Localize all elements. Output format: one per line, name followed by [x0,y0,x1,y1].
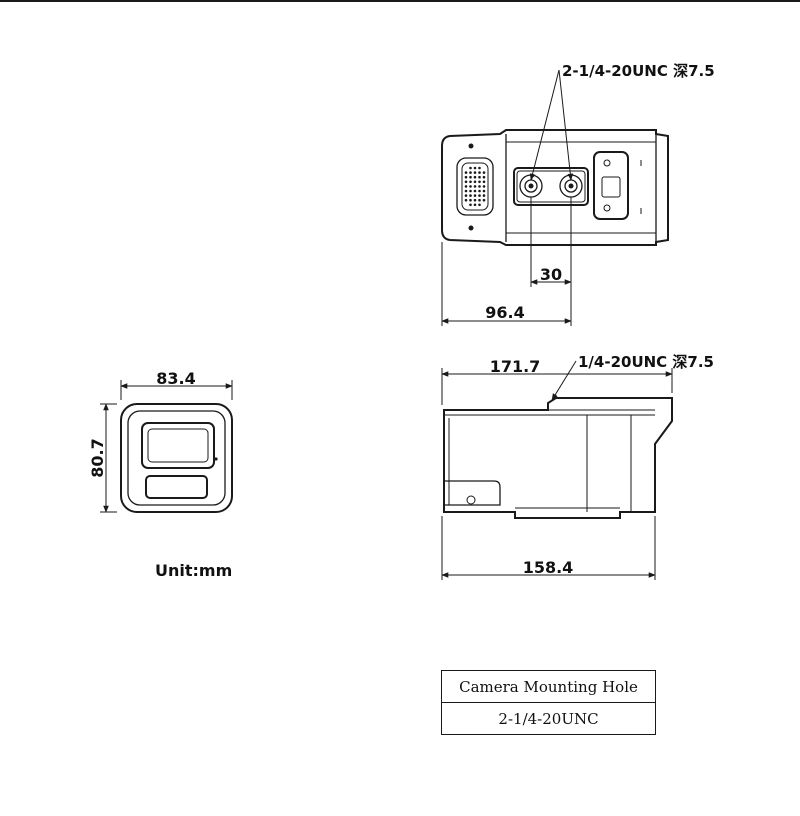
mounting-hole-table: Camera Mounting Hole 2-1/4-20UNC [441,670,656,735]
front-width-label: 83.4 [156,369,195,388]
grille-dot [464,175,468,179]
grille-dot [482,194,486,197]
grille-dot [469,194,472,197]
grille-dot [469,189,472,193]
mounting-table-value: 2-1/4-20UNC [441,702,656,735]
front-lens-window [141,422,215,469]
grille-dot [464,171,468,174]
side-housing-outline [443,397,673,519]
grille-dot [478,171,481,174]
grille-dot [482,171,486,174]
top-speaker-grille [456,157,494,216]
top-hole-spacing-label: 30 [540,265,562,284]
top-view: 2-1/4-20UNC 深7.5 30 96.4 [441,62,715,326]
grille-dot [473,194,477,197]
grille-dot [469,203,472,207]
top-housing-outline [441,129,669,246]
grille-dot [469,180,472,184]
grille-dot [464,180,468,184]
grille-dot [469,171,472,174]
grille-dot [482,175,486,179]
grille-dot [473,171,477,174]
side-mount-hole-callout: 1/4-20UNC 深7.5 [578,353,714,371]
side-body-length-label: 158.4 [523,558,574,577]
grille-dot [478,175,481,179]
grille-dot [464,198,468,202]
front-height-label: 80.7 [88,438,107,477]
top-hole-offset-label: 96.4 [485,303,524,322]
grille-dot [478,194,481,197]
top-border-line [0,0,800,2]
grille-dot [478,203,481,207]
grille-dot [469,198,472,202]
grille-dot [478,198,481,202]
front-lens-window-inner [147,428,209,463]
front-view: 83.4 80.7 [88,369,233,513]
table-row: Camera Mounting Hole [441,670,656,703]
front-ir-window [145,475,208,499]
grille-dot [469,175,472,179]
grille-dot [473,180,477,184]
top-mount-plate [513,167,589,206]
front-housing-outline [120,403,233,513]
top-callout-leader-right [558,69,574,181]
unit-label: Unit:mm [155,561,233,580]
grille-dot [482,189,486,193]
grille-dot [478,180,481,184]
grille-dot [473,175,477,179]
grille-dot [482,185,486,188]
table-row: 2-1/4-20UNC [441,702,656,735]
grille-dot [473,166,477,170]
top-callout-leader-left [529,69,560,181]
side-bracket-base [444,480,501,506]
grille-dot [478,189,481,193]
grille-dot [469,185,472,188]
top-mount-holes-callout: 2-1/4-20UNC 深7.5 [562,62,715,80]
grille-dot [473,203,477,207]
side-view: 1/4-20UNC 深7.5 171.7 158.4 [441,353,714,580]
side-callout-leader [551,360,577,401]
grille-dot [464,194,468,197]
grille-dot [482,198,486,202]
grille-dot [482,180,486,184]
mounting-table-header: Camera Mounting Hole [441,670,656,703]
grille-dot [473,185,477,188]
side-total-length-label: 171.7 [490,357,541,376]
top-cable-cover [593,151,629,220]
grille-dot [478,185,481,188]
grille-dot [478,166,481,170]
front-inner-bezel [127,410,226,506]
grille-dot-pattern [464,166,486,207]
grille-dot [473,189,477,193]
grille-dot [469,166,472,170]
grille-dot [473,198,477,202]
front-sensor-dot [214,457,218,461]
grille-dot [464,189,468,193]
grille-dot [464,185,468,188]
